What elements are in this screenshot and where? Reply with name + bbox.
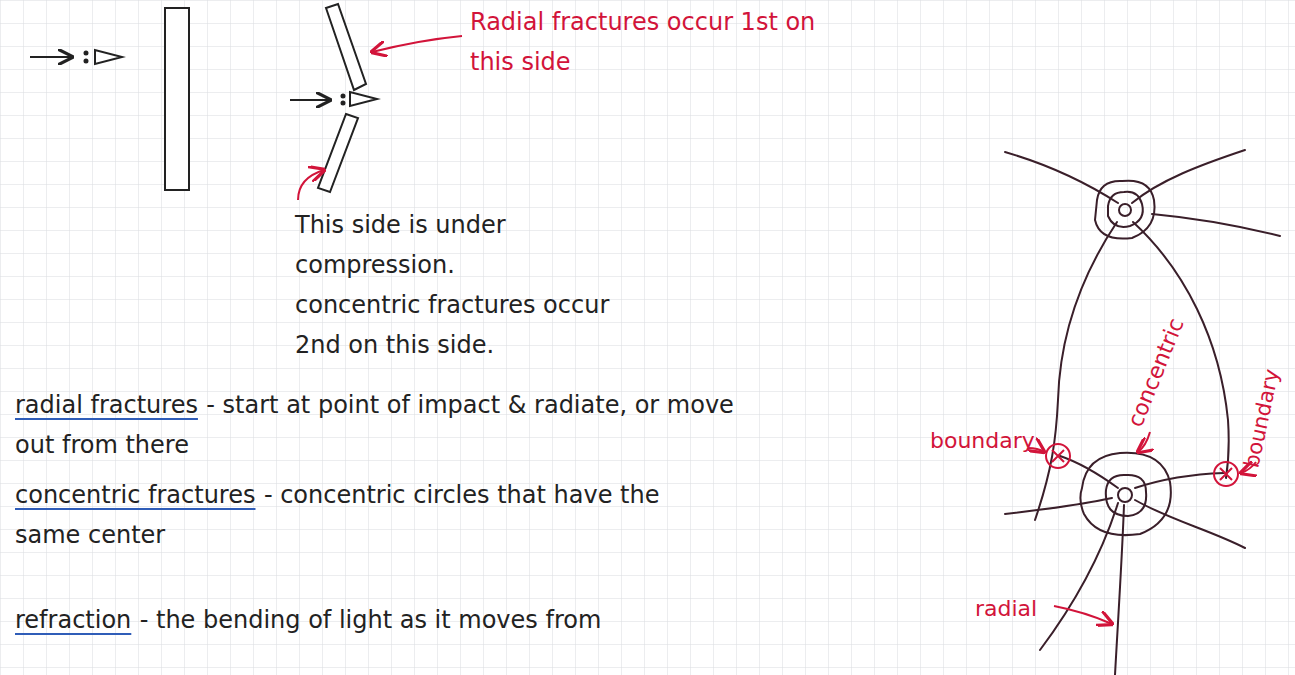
fracture-pattern bbox=[1005, 150, 1280, 675]
boundary-marks bbox=[1028, 432, 1256, 624]
definition: concentric fractures- concentric circles… bbox=[15, 475, 730, 555]
term: radial fractures bbox=[15, 391, 198, 419]
note-text: This side is under compression.concentri… bbox=[295, 205, 625, 365]
term: refraction bbox=[15, 606, 131, 634]
note-text: - the bending of light as it moves from bbox=[140, 606, 602, 634]
note-text: concentric fractures occur 2nd on this s… bbox=[295, 285, 625, 365]
radial-label: radial bbox=[975, 590, 1037, 627]
intact-pane bbox=[30, 8, 189, 190]
red-note: Radial fractures occur 1st on this side bbox=[470, 2, 850, 82]
note-text: radial bbox=[975, 596, 1037, 621]
definition: refraction - the bending of light as it m… bbox=[15, 600, 915, 640]
boundary-label: boundary bbox=[930, 422, 1035, 459]
note-text: boundary bbox=[930, 428, 1035, 453]
leader-arrows bbox=[298, 36, 462, 200]
note-text: Radial fractures occur 1st on this side bbox=[470, 8, 815, 76]
note-text: This side is under compression. bbox=[295, 205, 625, 285]
definition: radial fractures- start at point of impa… bbox=[15, 385, 765, 465]
term: concentric fractures bbox=[15, 481, 255, 509]
broken-pane bbox=[290, 4, 377, 192]
